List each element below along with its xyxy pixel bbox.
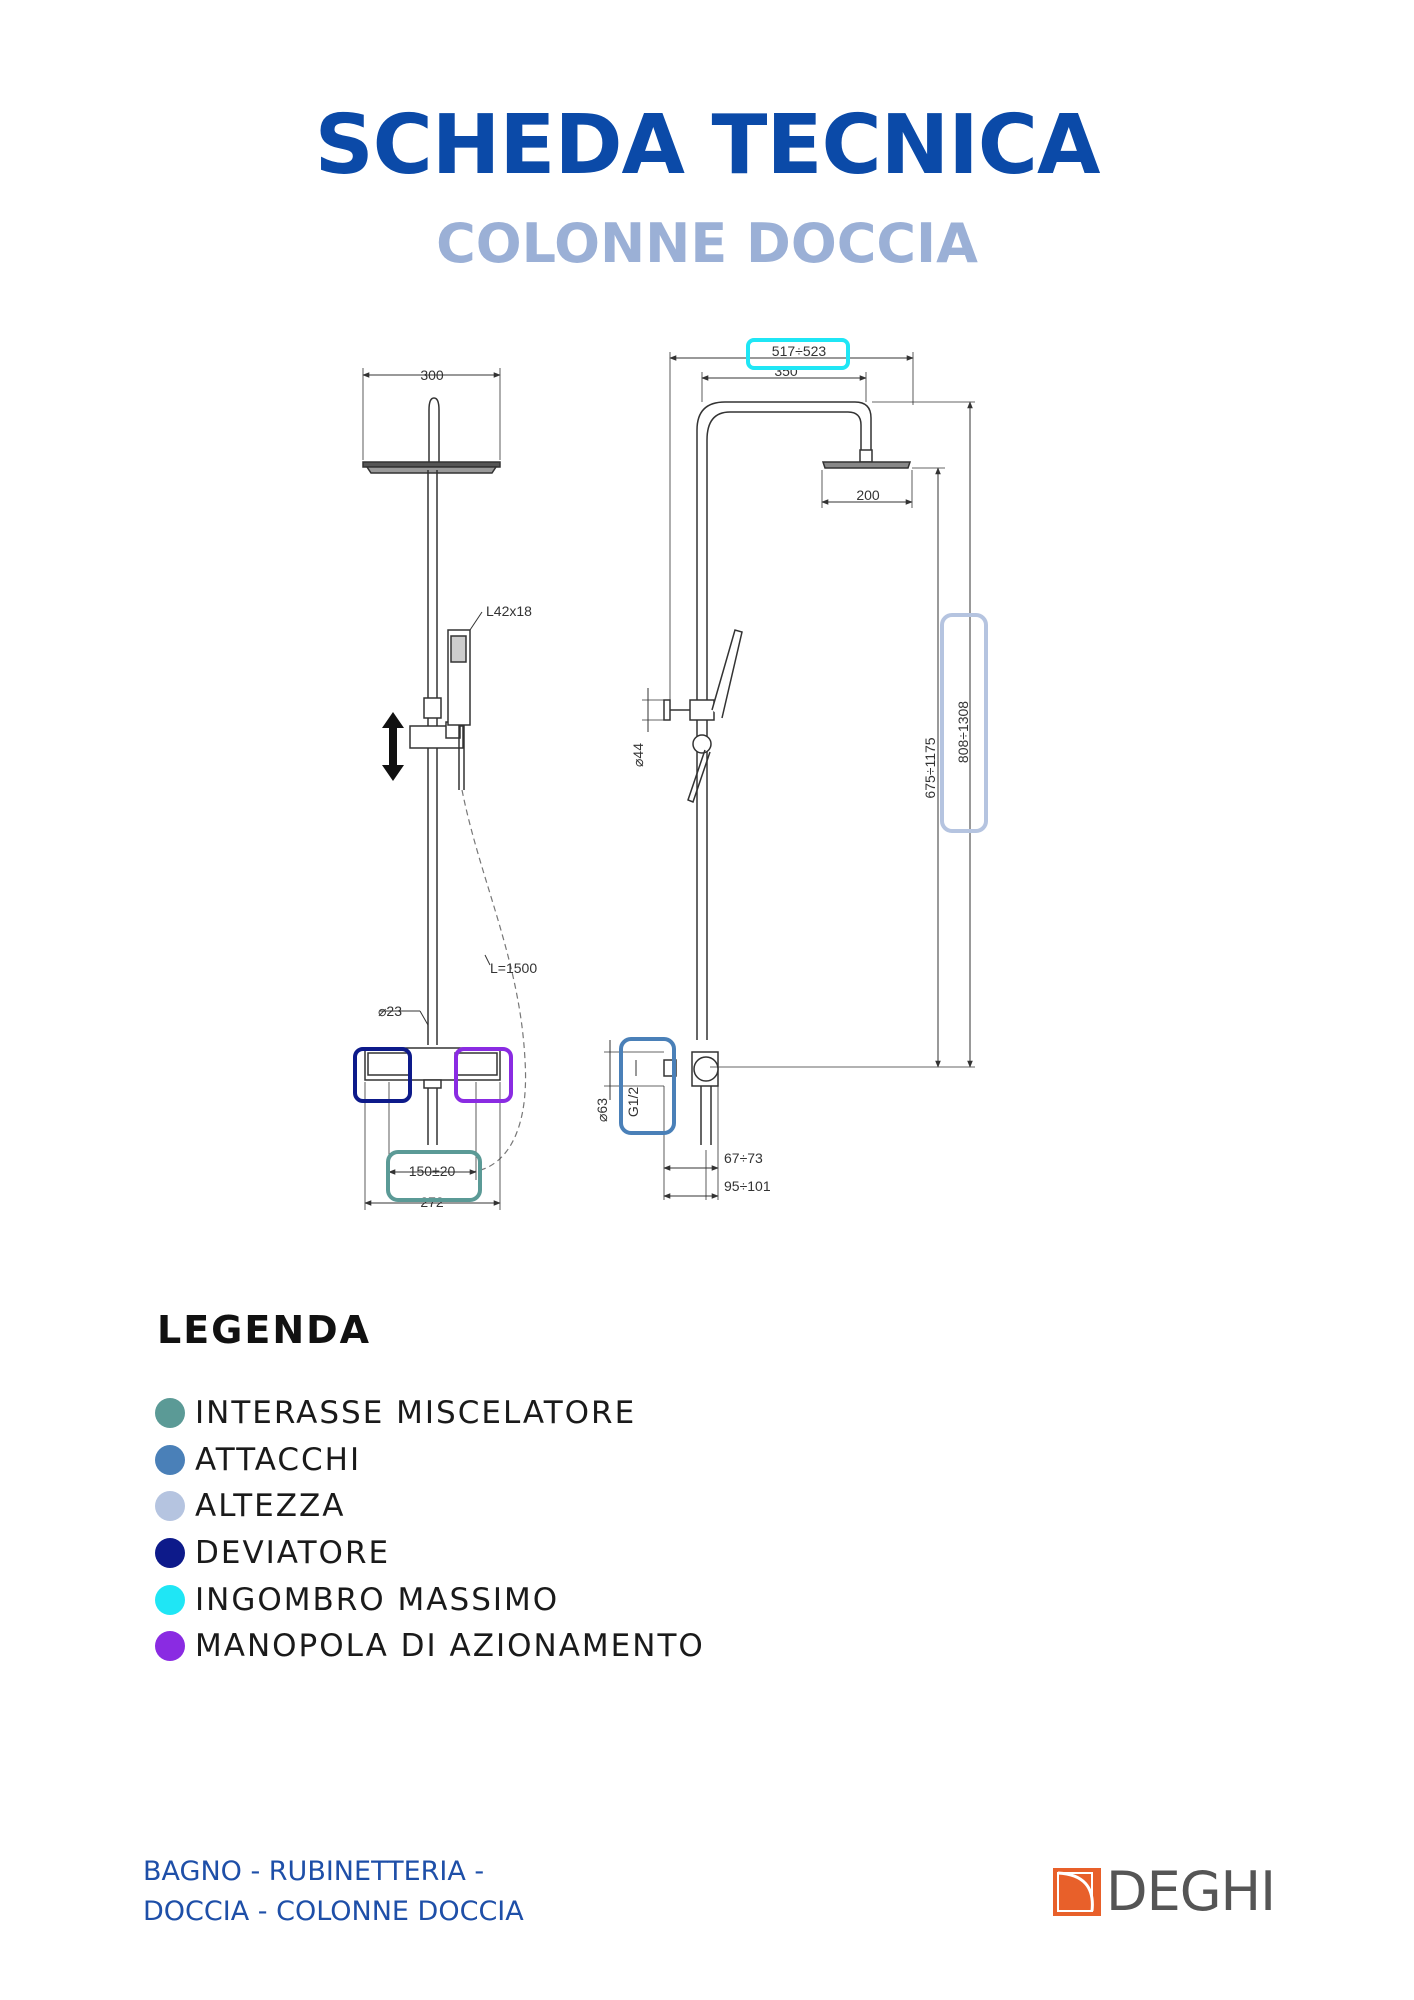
legend-item: INTERASSE MISCELATORE <box>155 1390 705 1437</box>
highlight-ingombro <box>746 338 850 370</box>
legend-dot-altezza <box>155 1491 185 1522</box>
legend-dot-interasse <box>155 1398 185 1429</box>
legend-item: DEVIATORE <box>155 1530 705 1577</box>
legend-label: ALTEZZA <box>195 1488 346 1525</box>
legend-list: INTERASSE MISCELATORE ATTACCHI ALTEZZA D… <box>155 1390 705 1670</box>
highlight-attacchi <box>619 1037 676 1135</box>
legend-dot-ingombro <box>155 1584 185 1615</box>
dim-holder-diameter: ⌀44 <box>630 743 646 767</box>
dim-mixer-centre: 150±20 <box>409 1163 456 1179</box>
brand-logo: DEGHI <box>1052 1860 1276 1923</box>
legend-label: INTERASSE MISCELATORE <box>195 1395 637 1432</box>
dim-depth-a: 67÷73 <box>724 1150 763 1166</box>
dim-connection: G1/2 <box>625 1087 641 1118</box>
highlight-altezza <box>940 613 988 833</box>
legend-item: ALTEZZA <box>155 1483 705 1530</box>
dim-pipe-diameter: ⌀23 <box>378 1003 402 1019</box>
page-title: SCHEDA TECNICA <box>314 98 1101 193</box>
technical-drawing: 300 L42x18 L=1500 ⌀23 150±20 272 <box>353 338 988 1210</box>
dim-head-side: 200 <box>856 487 880 503</box>
legend-label: ATTACCHI <box>195 1441 362 1478</box>
slide-arrow-icon <box>382 712 404 781</box>
front-view <box>362 368 527 1210</box>
dim-head-width: 300 <box>420 367 444 383</box>
footer-line-1: BAGNO - RUBINETTERIA - <box>143 1856 485 1887</box>
logo-mark-icon <box>1053 1867 1101 1916</box>
legend-dot-attacchi <box>155 1444 185 1475</box>
legend-label: MANOPOLA DI AZIONAMENTO <box>195 1628 705 1665</box>
legend-item: MANOPOLA DI AZIONAMENTO <box>155 1623 705 1670</box>
dim-max-reach: 517÷523 <box>772 343 827 359</box>
footer-breadcrumb: BAGNO - RUBINETTERIA - DOCCIA - COLONNE … <box>143 1852 524 1932</box>
legend-label: DEVIATORE <box>195 1535 391 1572</box>
dim-hose-length: L=1500 <box>490 960 537 976</box>
legend-label: INGOMBRO MASSIMO <box>195 1581 560 1618</box>
dim-height-b: 808÷1308 <box>955 701 971 763</box>
highlight-interasse <box>386 1150 482 1202</box>
dim-mixer-diameter: ⌀63 <box>594 1098 610 1122</box>
dim-handshower: L42x18 <box>486 603 532 619</box>
legend-title: LEGENDA <box>157 1308 372 1352</box>
logo-wordmark: DEGHI <box>1106 1860 1276 1923</box>
dim-height-a: 675÷1175 <box>922 737 938 798</box>
legend-item: INGOMBRO MASSIMO <box>155 1576 705 1623</box>
legend-dot-deviatore <box>155 1538 185 1569</box>
dim-arm-length: 350 <box>774 363 798 379</box>
legend-dot-manopola <box>155 1631 185 1662</box>
side-view <box>604 352 975 1200</box>
highlight-deviatore <box>353 1047 412 1103</box>
highlight-manopola <box>454 1047 513 1103</box>
dim-depth-b: 95÷101 <box>724 1178 771 1194</box>
page-subtitle: COLONNE DOCCIA <box>436 212 978 275</box>
footer-line-2: DOCCIA - COLONNE DOCCIA <box>143 1896 524 1927</box>
legend-item: ATTACCHI <box>155 1437 705 1484</box>
